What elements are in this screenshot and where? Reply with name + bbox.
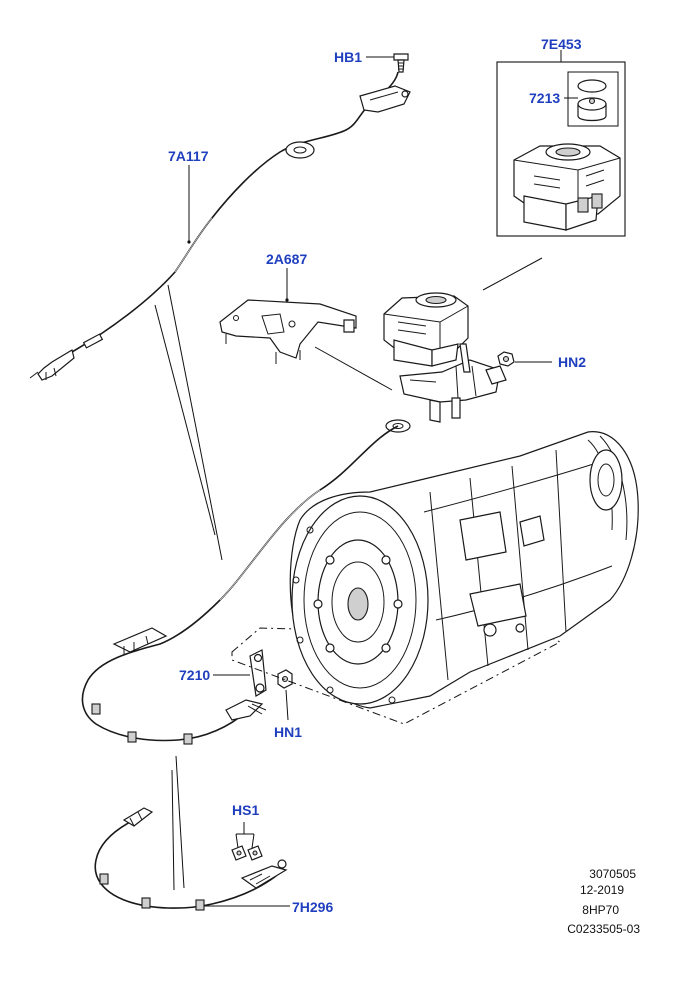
callout-hb1[interactable]: HB1 bbox=[334, 49, 362, 65]
selector-assembly[interactable] bbox=[383, 292, 507, 423]
info-ref: 3070505 bbox=[589, 867, 636, 881]
info-code: C0233505-03 bbox=[567, 922, 640, 936]
hs1-screws[interactable] bbox=[231, 822, 263, 861]
info-date: 12-2019 bbox=[580, 883, 624, 897]
callout-hs1[interactable]: HS1 bbox=[232, 802, 259, 818]
callout-7213[interactable]: 7213 bbox=[529, 90, 560, 106]
cable-grommet bbox=[285, 141, 315, 159]
callout-hn1[interactable]: HN1 bbox=[274, 724, 302, 740]
callout-2a687[interactable]: 2A687 bbox=[266, 251, 307, 267]
hb1-bolt[interactable] bbox=[393, 53, 409, 73]
explode-line-c bbox=[175, 755, 185, 889]
explode-line-d bbox=[171, 769, 175, 891]
mounting-bracket-2a687[interactable] bbox=[219, 299, 357, 364]
selector-module-7e453[interactable] bbox=[513, 143, 621, 231]
explode-line-module bbox=[482, 257, 543, 291]
cable-lever-end bbox=[37, 349, 75, 381]
callout-7a117[interactable]: 7A117 bbox=[168, 148, 209, 164]
explode-line-a bbox=[167, 284, 223, 561]
upper-selector-cable[interactable] bbox=[29, 71, 411, 381]
info-model: 8HP70 bbox=[582, 903, 619, 917]
explode-line-b bbox=[154, 304, 216, 536]
hn1-nut[interactable] bbox=[277, 669, 293, 721]
callout-7210[interactable]: 7210 bbox=[179, 667, 210, 683]
transmission-8hp70[interactable] bbox=[289, 431, 639, 709]
explode-line-bracket bbox=[314, 346, 393, 391]
callout-hn2[interactable]: HN2 bbox=[558, 354, 586, 370]
selector-cable-7h296[interactable] bbox=[94, 807, 290, 911]
assembly-boundary bbox=[231, 627, 562, 725]
cable-bracket-upper bbox=[359, 85, 411, 113]
selector-knob-7213[interactable] bbox=[577, 79, 607, 122]
callout-7e453[interactable]: 7E453 bbox=[541, 36, 582, 52]
lower-selector-cable[interactable] bbox=[81, 419, 411, 745]
selector-lever-7210[interactable] bbox=[213, 649, 267, 697]
hn2-nut[interactable] bbox=[497, 351, 552, 367]
callout-7h296[interactable]: 7H296 bbox=[292, 899, 333, 915]
